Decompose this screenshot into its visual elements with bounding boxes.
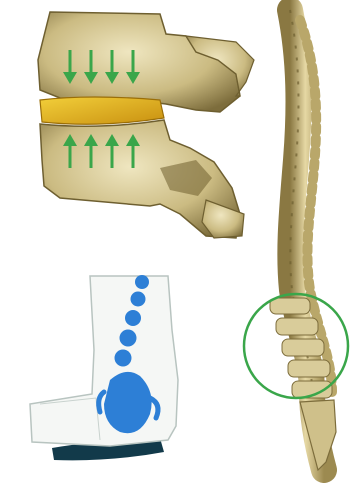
sitting-posture-panel <box>30 275 178 460</box>
spine-dot <box>115 350 132 367</box>
spine-dot <box>135 275 149 289</box>
intervertebral-disc <box>40 97 164 124</box>
full-spine-panel <box>244 10 348 470</box>
vertebra-compression-panel <box>38 12 254 238</box>
spine-dot <box>125 310 141 326</box>
spine-dot <box>120 330 137 347</box>
upper-vertebra <box>38 12 240 112</box>
lumbar-vertebrae <box>270 298 332 398</box>
spine-dot <box>131 292 146 307</box>
seated-figure-outline <box>30 276 178 446</box>
